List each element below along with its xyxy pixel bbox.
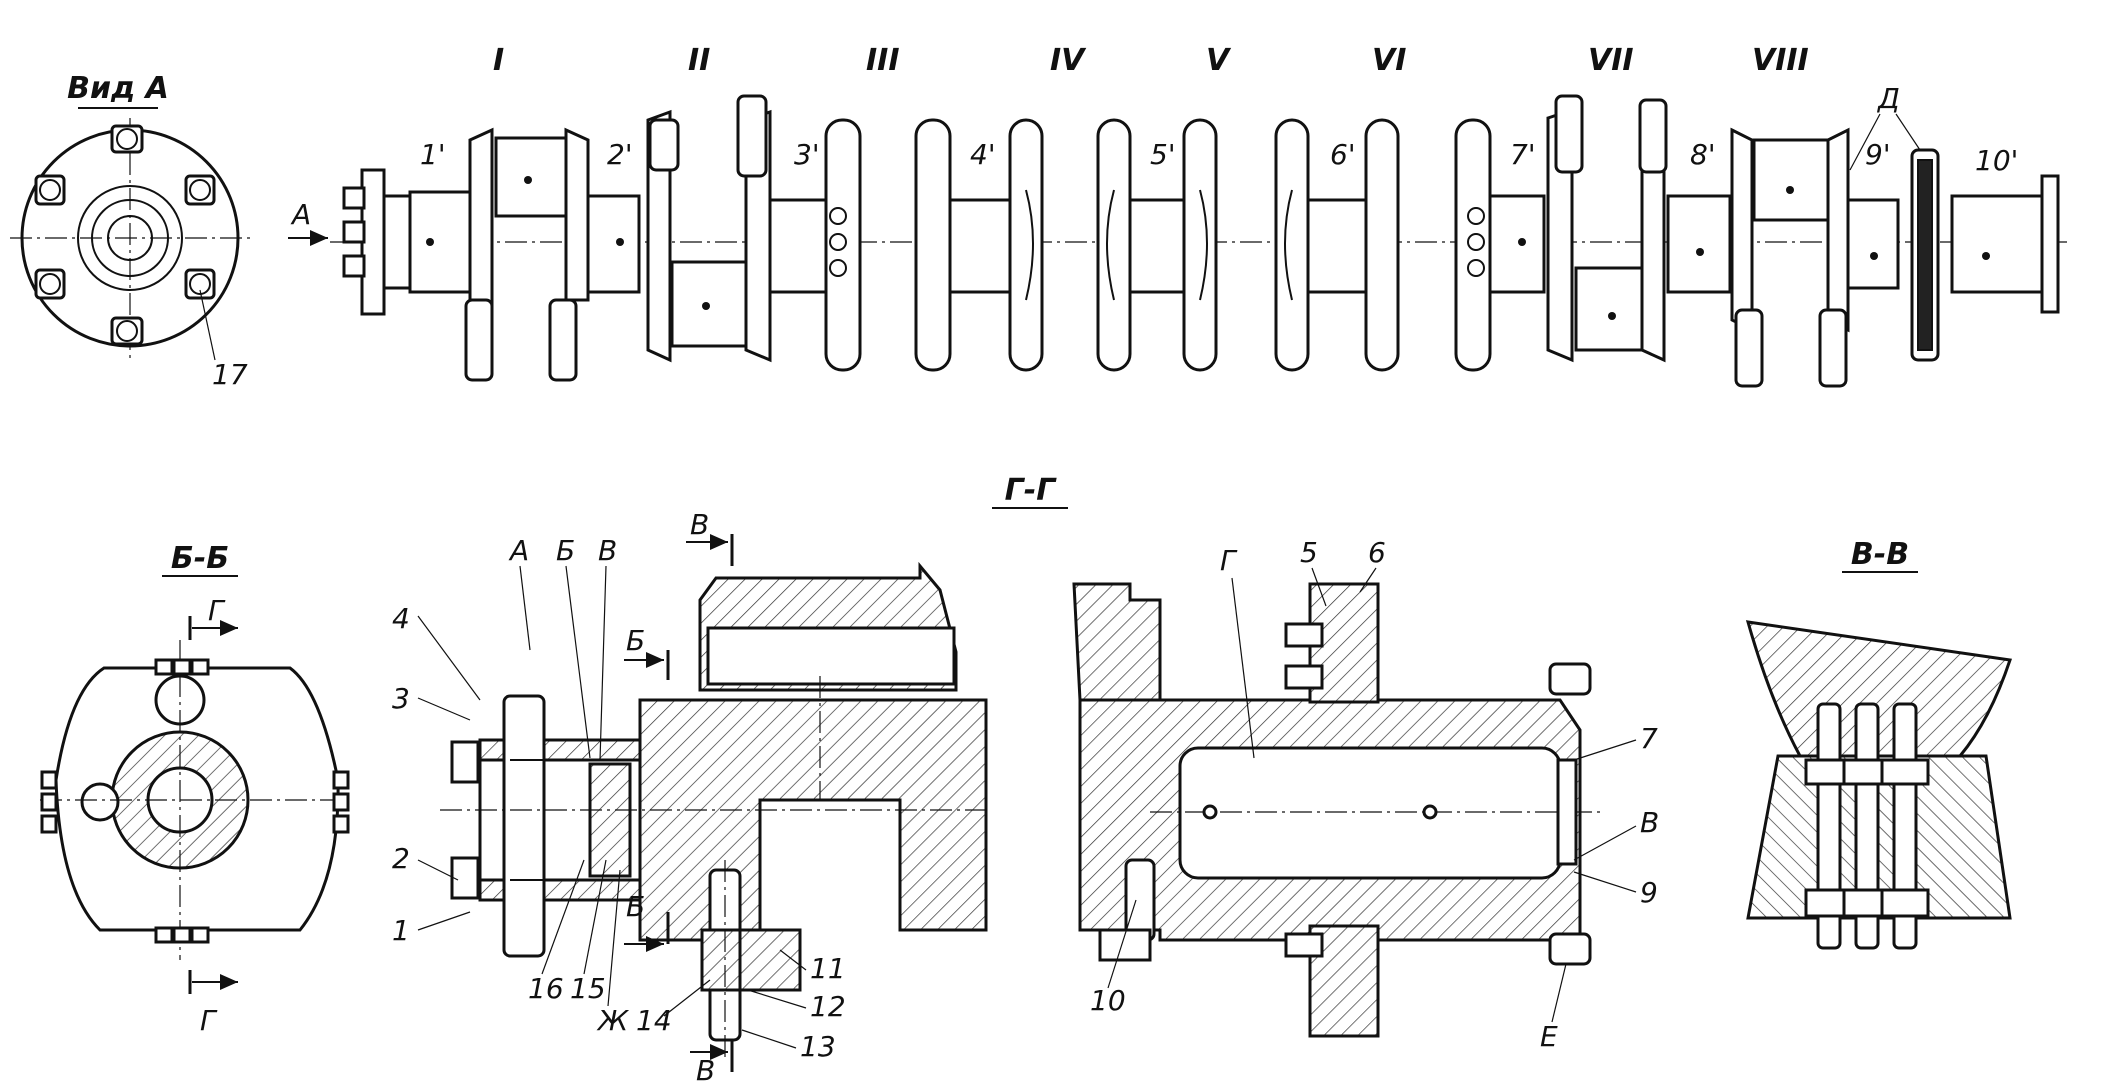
numeral-5: V	[1206, 43, 1232, 78]
crankshaft-elevation: А	[288, 43, 2070, 388]
disc-webs	[824, 118, 1492, 372]
main-journal-7	[1488, 194, 1546, 294]
numeral-7: VII	[1588, 43, 1634, 78]
crank-pin-7	[1574, 266, 1648, 352]
main-journal-10	[1950, 194, 2044, 294]
section-vv: В-В	[1745, 537, 2012, 950]
label-d: Д	[1876, 82, 1900, 115]
label-9: 9	[1640, 876, 1658, 909]
crank-pin-1	[494, 136, 568, 218]
label-6: 6	[1368, 536, 1386, 569]
label-zh: Ж	[596, 1004, 630, 1037]
gg-right-bore	[1178, 746, 1562, 880]
main-journal-2	[583, 194, 641, 294]
crank-webs	[464, 94, 1850, 388]
cut-v-bottom: В	[696, 1054, 715, 1082]
label-10: 10	[1090, 984, 1126, 1017]
label-13: 13	[800, 1030, 836, 1063]
cut-b-top: Б	[626, 624, 645, 657]
journal-numbers: 1' 2' 3' 4' 5' 6' 7' 8' 9' 10'	[420, 138, 2018, 177]
flange-hub-outer	[77, 185, 183, 291]
label-e: Е	[1540, 1020, 1558, 1053]
journal-number-4: 4'	[970, 138, 996, 171]
numeral-3: III	[866, 43, 900, 78]
journal-number-8: 8'	[1690, 138, 1716, 171]
label-1: 1	[392, 914, 410, 947]
journal-number-5: 5'	[1150, 138, 1176, 171]
section-gg-title: Г-Г	[1005, 473, 1058, 508]
numeral-6: VI	[1372, 43, 1406, 78]
section-vv-title: В-В	[1851, 537, 1909, 572]
cut-v-top: В	[690, 508, 709, 541]
bb-cut-label-bottom: Г	[200, 1004, 218, 1037]
crank-pin-2	[670, 260, 752, 348]
label-2: 2	[392, 842, 410, 875]
gg-label-v: В	[598, 534, 617, 567]
main-journal-9	[1846, 198, 1900, 290]
gg-label-a: А	[508, 534, 529, 567]
label-17: 17	[212, 358, 248, 391]
journal-number-3: 3'	[794, 138, 820, 171]
cut-b-bottom: Б	[626, 890, 645, 923]
bb-cut-label-top: Г	[208, 594, 226, 627]
gg-label-b: Б	[556, 534, 575, 567]
vv-bolts	[1804, 702, 1930, 950]
section-bb-title: Б-Б	[171, 541, 229, 576]
journal-number-7: 7'	[1510, 138, 1536, 171]
label-11: 11	[810, 952, 846, 985]
section-gg-right: Г 5 6 7 В 9 10 Е	[1072, 536, 1659, 1053]
view-a: Вид А 17	[10, 71, 250, 391]
view-a-title: Вид А	[67, 71, 169, 106]
crank-pin-8	[1752, 138, 1832, 222]
label-4: 4	[392, 602, 410, 635]
crank-pins	[494, 136, 1832, 352]
main-journal-4	[948, 198, 1012, 294]
numeral-2: II	[688, 43, 710, 78]
gg-right-label-g: Г	[1220, 544, 1238, 577]
main-journal-5	[1128, 198, 1186, 294]
journal-number-6: 6'	[1330, 138, 1356, 171]
journal-number-10: 10'	[1975, 144, 2018, 177]
section-gg-left: В Б Б В А Б В 4 3 2 1 16 15 Ж 14 11 12 1…	[392, 508, 990, 1082]
journal-number-9: 9'	[1865, 138, 1891, 171]
label-14: 14	[636, 1004, 672, 1037]
label-15: 15	[570, 972, 606, 1005]
main-journals	[408, 174, 2060, 314]
journal-number-1: 1'	[420, 138, 446, 171]
label-8: В	[1640, 806, 1659, 839]
journal-numerals: I II III IV V VI VII VIII	[493, 43, 1809, 78]
label-16: 16	[528, 972, 564, 1005]
numeral-1: I	[493, 43, 504, 78]
journal-number-2: 2'	[607, 138, 633, 171]
label-12: 12	[810, 990, 846, 1023]
section-bb: Б-Б Г Г	[40, 541, 350, 1037]
main-journal-3	[768, 198, 828, 294]
rear-flange	[2040, 174, 2060, 314]
flange-bolts	[34, 124, 216, 346]
main-journal-6	[1306, 198, 1368, 294]
main-journal-8	[1666, 194, 1732, 294]
numeral-8: VIII	[1752, 43, 1809, 78]
arrow-a-label: А	[290, 198, 311, 231]
gg-plug	[588, 762, 632, 878]
label-7: 7	[1640, 722, 1658, 755]
bb-bolts	[40, 658, 350, 944]
label-3: 3	[392, 682, 410, 715]
numeral-4: IV	[1050, 43, 1087, 78]
gg-flange-ring	[502, 694, 546, 958]
label-5: 5	[1300, 536, 1318, 569]
gg-crank-body	[638, 698, 988, 942]
